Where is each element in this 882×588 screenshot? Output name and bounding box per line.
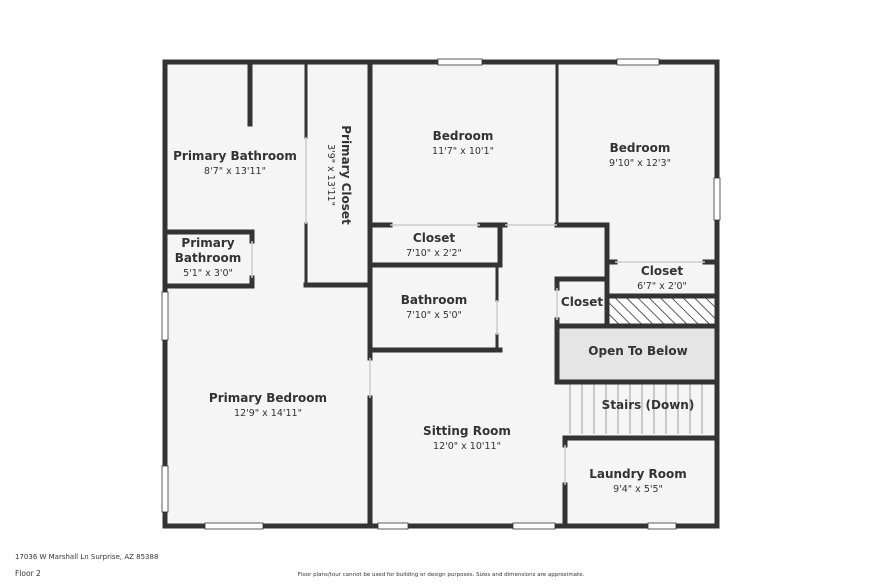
room-label-laundry-room: Laundry Room <box>589 467 687 481</box>
room-dim-primary-bedroom: 12'9" x 14'11" <box>234 408 302 419</box>
room-dim-bathroom: 7'10" x 5'0" <box>406 310 462 321</box>
room-dim-primary-bathroom-small: 5'1" x 3'0" <box>183 268 233 279</box>
floor-label: Floor 2 <box>15 569 41 578</box>
room-label-primary-bathroom-small-line2: Bathroom <box>175 251 241 265</box>
disclaimer-text: Floor plans/tour cannot be used for buil… <box>297 572 585 578</box>
room-label-primary-bedroom: Primary Bedroom <box>209 391 327 405</box>
room-label-primary-bathroom-small-line1: Primary <box>181 236 234 250</box>
open-to-below-area <box>558 328 715 380</box>
hatched-shaft <box>609 298 715 326</box>
room-label-closet-2: Closet <box>641 264 683 278</box>
property-address: 17036 W Marshall Ln Surprise, AZ 85388 <box>15 553 159 561</box>
windows <box>161 58 721 530</box>
room-label-bathroom: Bathroom <box>401 293 467 307</box>
room-label-closet-3: Closet <box>561 295 603 309</box>
room-label-sitting-room: Sitting Room <box>423 424 511 438</box>
room-dim-primary-bathroom: 8'7" x 13'11" <box>204 166 266 177</box>
room-dim-laundry-room: 9'4" x 5'5" <box>613 484 663 495</box>
room-dim-closet-1: 7'10" x 2'2" <box>406 248 462 259</box>
room-dim-bedroom-1: 11'7" x 10'1" <box>432 146 494 157</box>
room-dim-bedroom-2: 9'10" x 12'3" <box>609 158 671 169</box>
room-dim-sitting-room: 12'0" x 10'11" <box>433 441 501 452</box>
room-label-closet-1: Closet <box>413 231 455 245</box>
room-label-primary-closet: Primary Closet <box>339 125 353 225</box>
room-label-primary-bathroom: Primary Bathroom <box>173 149 297 163</box>
door-openings <box>251 137 705 485</box>
room-label-stairs: Stairs (Down) <box>602 398 695 412</box>
room-label-open-to-below: Open To Below <box>588 344 687 358</box>
room-label-bedroom-2: Bedroom <box>610 141 671 155</box>
room-dim-closet-2: 6'7" x 2'0" <box>637 281 687 292</box>
room-label-bedroom-1: Bedroom <box>433 129 494 143</box>
room-dim-primary-closet: 3'9" x 13'11" <box>325 144 336 206</box>
stair-treads <box>569 382 703 434</box>
